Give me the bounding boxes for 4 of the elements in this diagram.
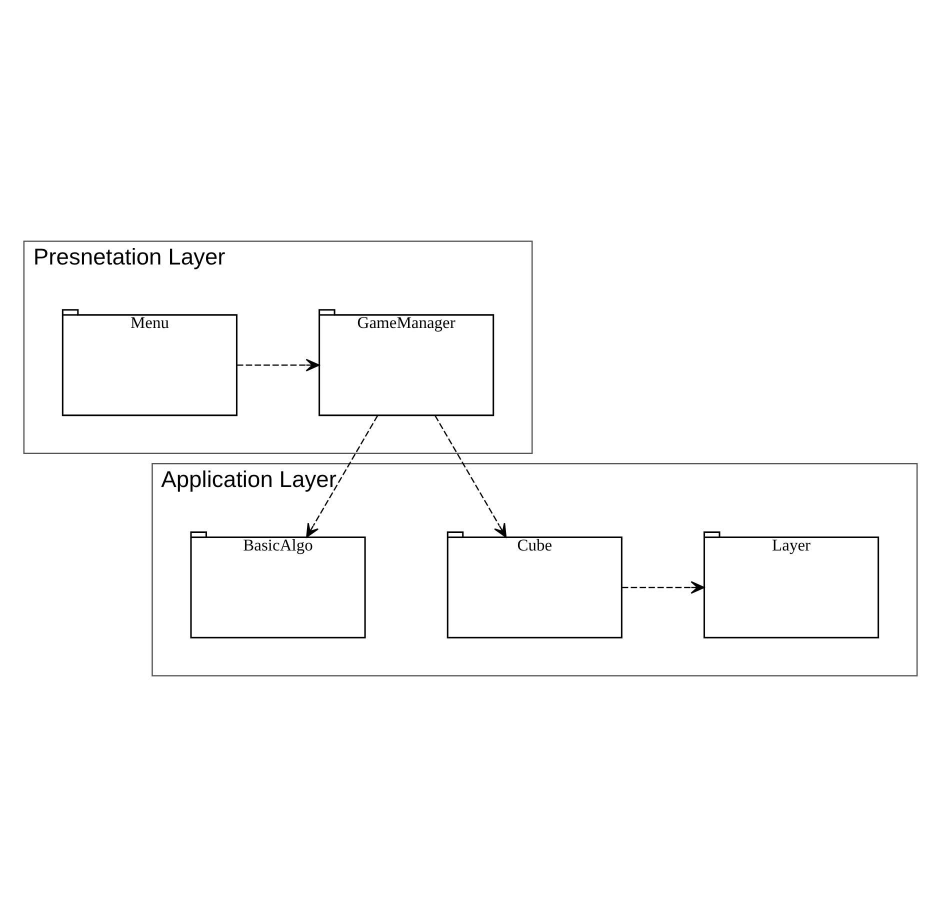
arrow <box>306 415 378 538</box>
arrow <box>622 581 705 594</box>
arrow <box>236 358 320 372</box>
arrow <box>434 415 507 538</box>
